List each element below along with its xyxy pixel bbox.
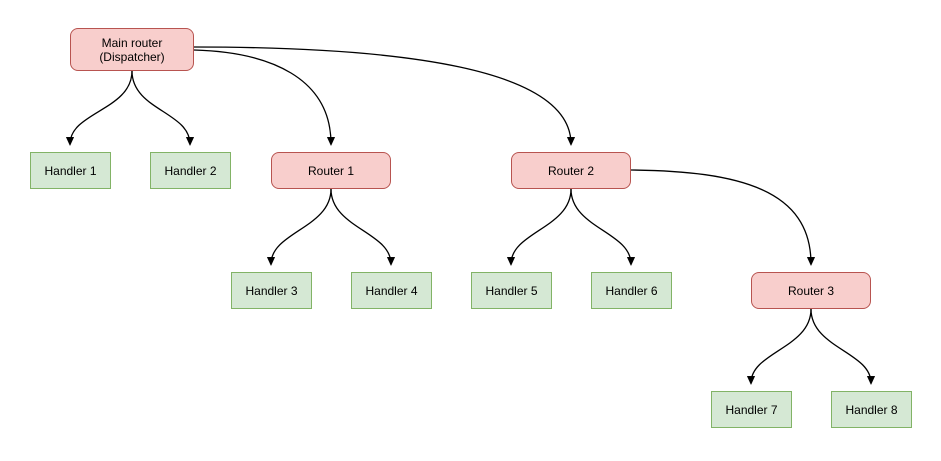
node-router-2[interactable]: Router 2 (511, 152, 631, 189)
edge-main-router-to-router-1[interactable] (193, 49, 331, 144)
node-router-1[interactable]: Router 1 (271, 152, 391, 189)
node-label-handler-3: Handler 3 (245, 283, 298, 298)
node-label-handler-1: Handler 1 (44, 163, 97, 178)
node-label-handler-6: Handler 6 (605, 283, 658, 298)
node-handler-7[interactable]: Handler 7 (711, 391, 792, 428)
edge-router-1-to-handler-3[interactable] (271, 188, 332, 264)
node-label-handler-5: Handler 5 (485, 283, 538, 298)
node-label-handler-8: Handler 8 (845, 402, 898, 417)
node-handler-8[interactable]: Handler 8 (831, 391, 912, 428)
node-label-handler-4: Handler 4 (365, 283, 418, 298)
node-label-main-router: Main router (Dispatcher) (99, 35, 165, 64)
node-label-router-3: Router 3 (787, 283, 835, 298)
node-label-router-1: Router 1 (307, 163, 355, 178)
edge-router-3-to-handler-8[interactable] (810, 308, 871, 383)
edge-router-3-to-handler-7[interactable] (751, 308, 812, 383)
node-handler-6[interactable]: Handler 6 (591, 272, 672, 309)
node-main-router[interactable]: Main router (Dispatcher) (70, 28, 194, 71)
node-handler-4[interactable]: Handler 4 (351, 272, 432, 309)
node-label-handler-7: Handler 7 (725, 402, 778, 417)
edge-main-router-to-handler-2[interactable] (131, 70, 190, 144)
edge-router-2-to-router-3[interactable] (630, 169, 811, 264)
edge-router-2-to-handler-5[interactable] (511, 188, 572, 264)
node-router-3[interactable]: Router 3 (751, 272, 871, 309)
edge-group (70, 46, 871, 383)
edge-router-2-to-handler-6[interactable] (570, 188, 631, 264)
edge-main-router-to-handler-1[interactable] (70, 70, 133, 144)
node-label-router-2: Router 2 (547, 163, 595, 178)
edge-router-1-to-handler-4[interactable] (330, 188, 391, 264)
edge-main-router-to-router-2[interactable] (193, 46, 571, 144)
node-handler-2[interactable]: Handler 2 (150, 152, 231, 189)
node-handler-5[interactable]: Handler 5 (471, 272, 552, 309)
node-handler-1[interactable]: Handler 1 (30, 152, 111, 189)
node-label-handler-2: Handler 2 (164, 163, 217, 178)
node-handler-3[interactable]: Handler 3 (231, 272, 312, 309)
